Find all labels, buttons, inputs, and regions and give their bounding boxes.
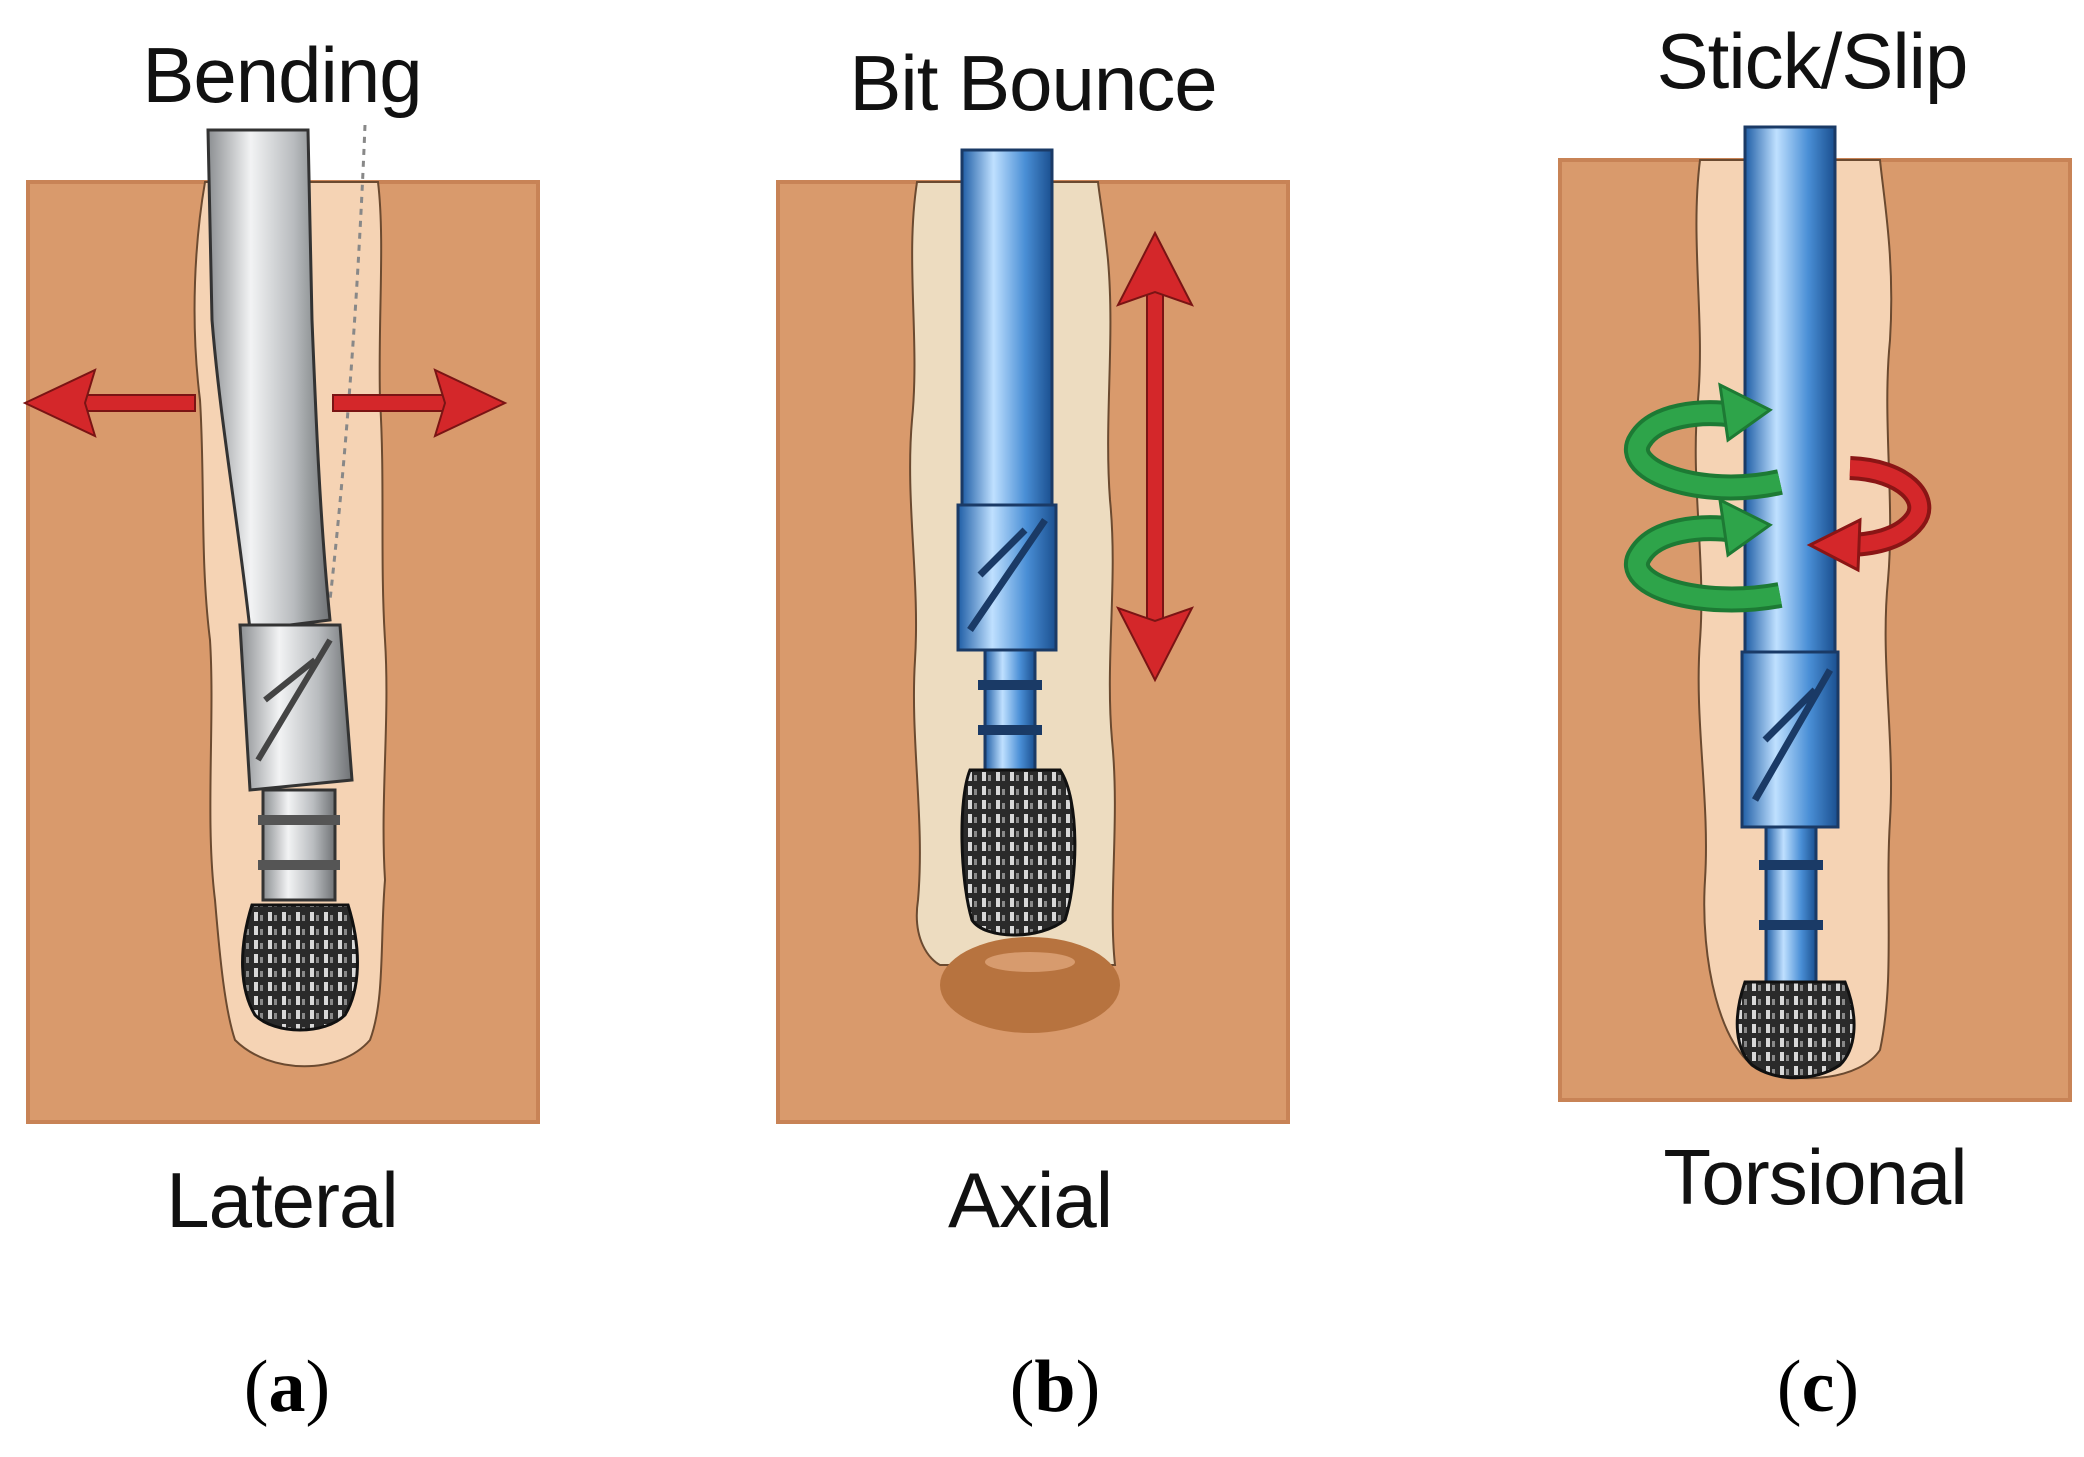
drill-bit-b <box>960 768 1077 937</box>
panel-b-mode: Axial <box>947 1156 1113 1244</box>
panel-b-title: Bit Bounce <box>849 39 1217 127</box>
double-arrow-horizontal-icon <box>22 368 508 438</box>
double-arrow-vertical-icon <box>1115 230 1195 683</box>
drill-string-c <box>1743 125 1837 654</box>
rotation-arrows-icon <box>1624 382 1932 613</box>
bounce-mark-b <box>940 937 1120 1033</box>
panel-a-title: Bending <box>142 31 422 119</box>
panel-c-letter: (c) <box>1776 1346 1860 1428</box>
collar-c <box>1764 825 1818 984</box>
drill-string-a <box>206 128 332 632</box>
drill-bit-a <box>241 903 359 1032</box>
panel-b <box>776 148 1290 1124</box>
panel-b-letter: (b) <box>1009 1346 1101 1428</box>
panel-a <box>22 124 540 1124</box>
collar-b <box>983 648 1037 772</box>
panel-a-mode: Lateral <box>166 1156 398 1244</box>
collar-a <box>261 788 337 902</box>
drill-string-b <box>960 148 1054 507</box>
deflection-line-a <box>328 124 367 601</box>
stabilizer-a <box>238 623 354 792</box>
panel-c-mode: Torsional <box>1663 1133 1967 1221</box>
panel-c-title: Stick/Slip <box>1656 17 1969 105</box>
panel-c <box>1558 125 2072 1102</box>
panel-a-letter: (a) <box>243 1346 331 1428</box>
drill-bit-c <box>1735 980 1856 1080</box>
